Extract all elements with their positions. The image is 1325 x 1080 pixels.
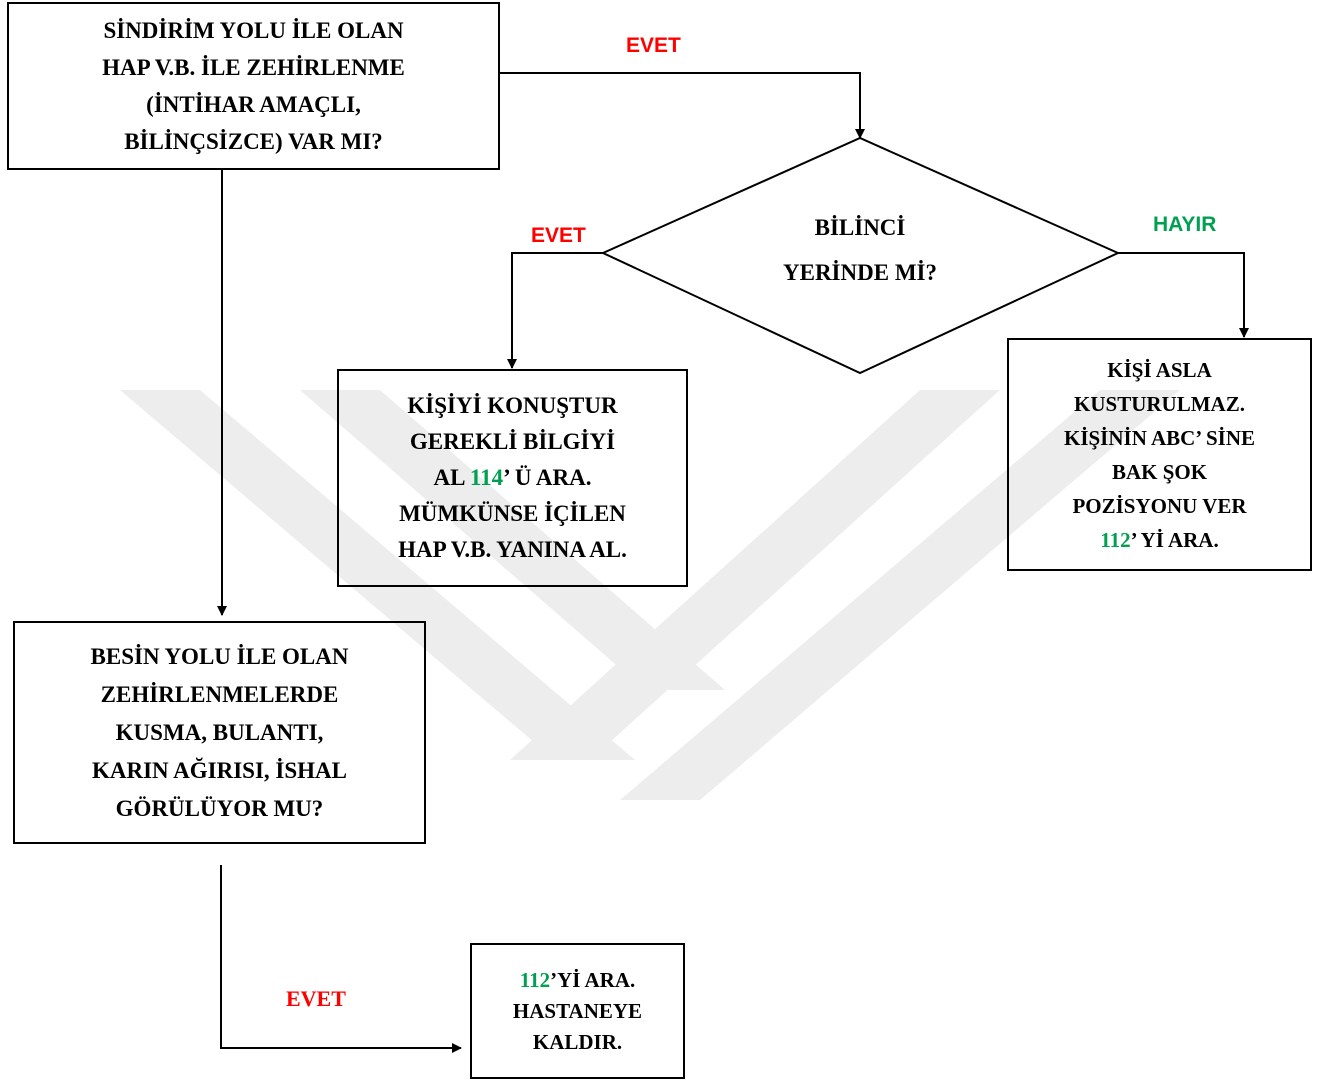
talk-line-4: MÜMKÜNSE İÇİLEN <box>399 501 626 526</box>
arrow-conscious-no <box>1118 252 1249 338</box>
ingestion-line-2: HAP V.B. İLE ZEHİRLENME <box>102 55 405 80</box>
talk-line-3: AL 114’ Ü ARA. <box>433 460 591 496</box>
hospital-line-3: KALDIR. <box>532 1029 623 1054</box>
ingestion-line-1: SİNDİRİM YOLU İLE OLAN <box>103 18 404 43</box>
question-ingestion-box: SİNDİRİM YOLU İLE OLAN HAP V.B. İLE ZEHİ… <box>7 2 500 170</box>
conscious-line-2: YERİNDE Mİ? <box>783 260 937 285</box>
emergency-number-114: 114 <box>469 465 504 490</box>
unconscious-line-4: BAK ŞOK <box>1111 459 1208 484</box>
unconscious-line-3: KİŞİNİN ABC’ SİNE <box>1064 425 1255 450</box>
arrow-food-to-hospital <box>220 865 462 1053</box>
food-line-3: KUSMA, BULANTI, <box>115 719 324 745</box>
hospital-line-2: HASTANEYE <box>512 998 643 1023</box>
food-line-2: ZEHİRLENMELERDE <box>100 681 339 707</box>
food-line-5: GÖRÜLÜYOR MU? <box>115 795 324 821</box>
decision-diamond <box>600 136 1121 375</box>
ingestion-line-4: BİLİNÇSİZCE) VAR MI? <box>124 129 383 154</box>
hospital-line-1-suffix: ’Yİ ARA. <box>550 967 636 992</box>
hospital-line-1: 112’Yİ ARA. <box>520 965 636 996</box>
food-line-4: KARIN AĞIRISI, İSHAL <box>92 757 347 783</box>
label-hayir-right: HAYIR <box>1153 213 1217 236</box>
talk-line-3-prefix: AL <box>433 465 470 490</box>
arrow-conscious-yes <box>507 252 603 369</box>
talk-line-2: GEREKLİ BİLGİYİ <box>409 429 616 454</box>
unconscious-line-6-suffix: ’ Yİ ARA. <box>1130 527 1219 552</box>
question-conscious-text: BİLİNCİ YERİNDE Mİ? <box>760 205 960 295</box>
emergency-number-112-hospital: 112 <box>519 967 551 992</box>
food-line-1: BESİN YOLU İLE OLAN <box>90 643 349 669</box>
talk-line-3-suffix: ’ Ü ARA. <box>503 465 592 490</box>
unconscious-line-6: 112’ Yİ ARA. <box>1100 523 1218 557</box>
arrow-ingestion-to-conscious <box>500 72 865 139</box>
conscious-line-1: BİLİNCİ <box>814 215 906 240</box>
talk-line-1: KİŞİYİ KONUŞTUR <box>407 393 618 418</box>
talk-line-5: HAP V.B. YANINA AL. <box>398 537 627 562</box>
label-evet-top: EVET <box>626 34 681 57</box>
emergency-number-112: 112 <box>1100 527 1131 552</box>
label-evet-left: EVET <box>531 224 586 247</box>
unconscious-line-2: KUSTURULMAZ. <box>1074 391 1245 416</box>
action-hospital-box: 112’Yİ ARA. HASTANEYE KALDIR. <box>470 943 685 1079</box>
action-talk-box: KİŞİYİ KONUŞTUR GEREKLİ BİLGİYİ AL 114’ … <box>337 369 688 587</box>
action-unconscious-box: KİŞİ ASLA KUSTURULMAZ. KİŞİNİN ABC’ SİNE… <box>1007 338 1312 571</box>
question-food-box: BESİN YOLU İLE OLAN ZEHİRLENMELERDE KUSM… <box>13 621 426 844</box>
unconscious-line-5: POZİSYONU VER <box>1072 493 1247 518</box>
unconscious-line-1: KİŞİ ASLA <box>1107 357 1212 382</box>
ingestion-line-3: (İNTİHAR AMAÇLI, <box>146 92 361 117</box>
label-evet-bottom: EVET <box>286 986 346 1011</box>
